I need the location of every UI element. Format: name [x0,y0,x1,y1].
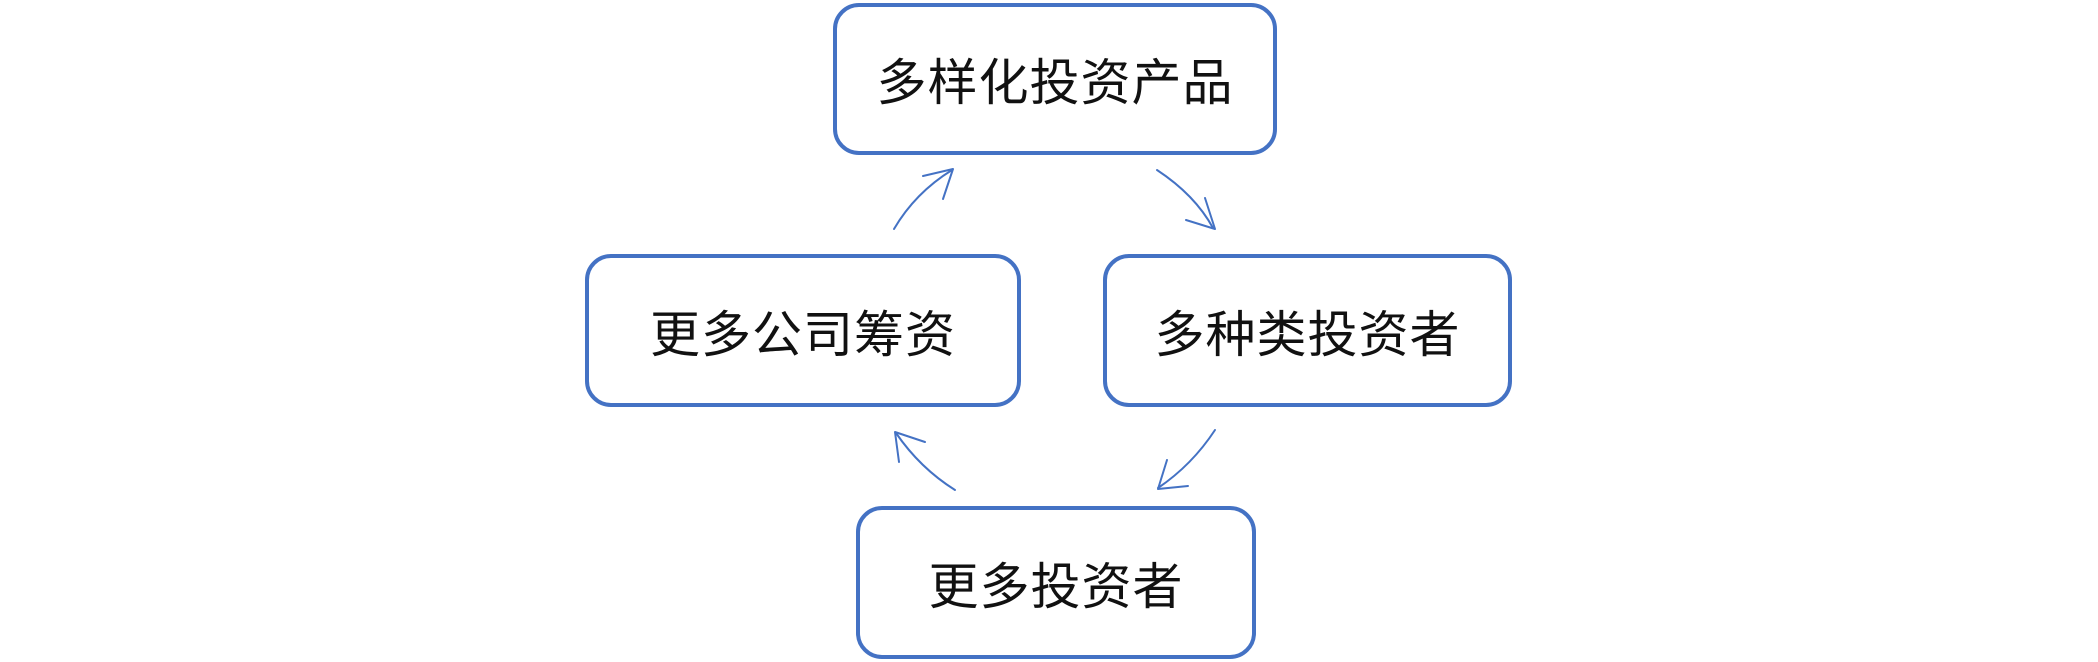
node-diverse-investors: 多种类投资者 [1103,254,1512,407]
node-more-company-financing: 更多公司筹资 [585,254,1021,407]
node-label: 多样化投资产品 [876,54,1234,112]
node-more-investors: 更多投资者 [856,506,1256,659]
arrow-right-to-bottom [1157,429,1216,490]
node-label: 更多投资者 [928,557,1184,616]
arrow-left-to-top [893,168,954,230]
node-label: 多种类投资者 [1154,305,1461,364]
node-label: 更多公司筹资 [650,305,956,364]
arrow-bottom-to-left [894,431,956,491]
node-diverse-investment-products: 多样化投资产品 [833,3,1277,155]
arrow-top-to-right [1156,169,1216,230]
